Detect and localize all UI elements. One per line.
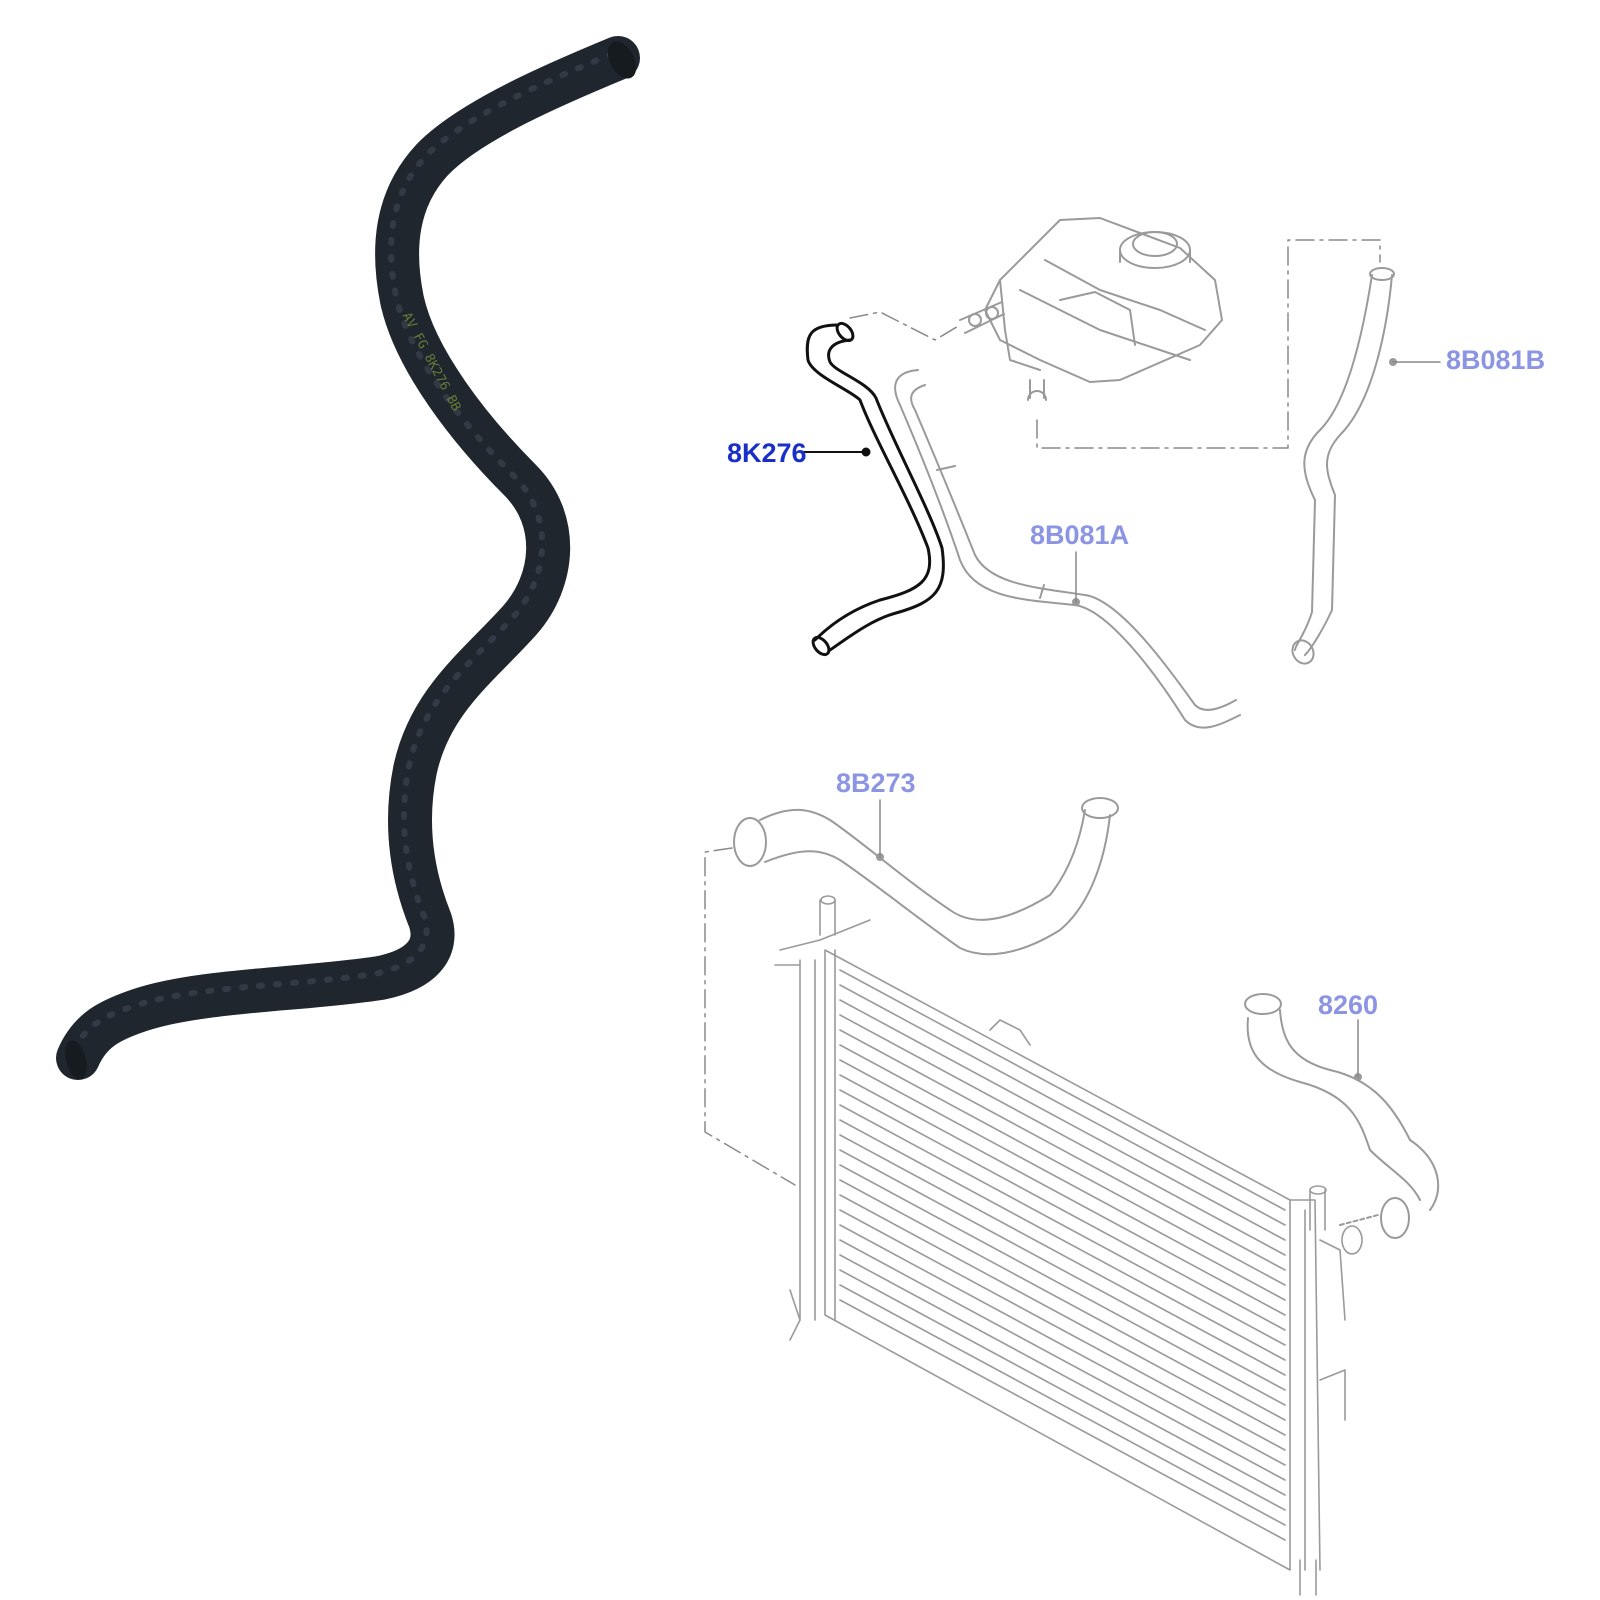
callout-8K276: 8K276 [727, 438, 807, 468]
callout-8260: 8260 [1318, 990, 1379, 1020]
callout-8B273: 8B273 [836, 768, 916, 798]
hose-8B081B-drawing [1291, 267, 1397, 665]
hose-8K276-drawing [805, 321, 945, 657]
radiator [774, 895, 1363, 1596]
callout-8B081B: 8B081B [1446, 345, 1546, 375]
hose-photo [56, 36, 640, 1080]
hose-8B273-drawing [733, 797, 1119, 956]
expansion-tank [959, 217, 1223, 401]
hose-8B081A-drawing [894, 369, 1241, 729]
hose-8260-drawing [1244, 993, 1440, 1239]
assembly-leader-lines [704, 239, 1381, 1186]
callout-leaders [879, 361, 1441, 1078]
callout-8B081A: 8B081A [1030, 520, 1130, 550]
